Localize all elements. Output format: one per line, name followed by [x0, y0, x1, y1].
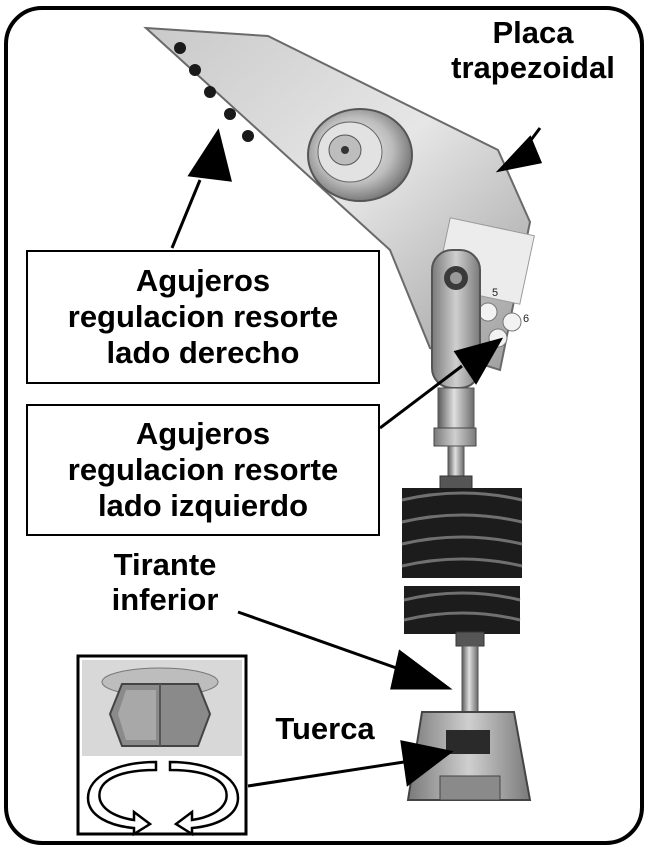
plate-hole — [204, 86, 216, 98]
spring-upper — [401, 488, 523, 580]
izquierdo-line-1: Agujeros — [135, 416, 271, 451]
derecho-line-2: regulacion resorte — [67, 299, 339, 334]
placa-line-1: Placa — [492, 15, 574, 50]
derecho-line-1: Agujeros — [135, 263, 271, 298]
tuerca-label: Tuerca — [258, 711, 392, 747]
placa-trapezoidal-label: Placa trapezoidal — [428, 15, 638, 85]
arrow-head-icon — [495, 135, 543, 173]
plate-hole — [189, 64, 201, 76]
plate-hole — [478, 302, 498, 322]
upper-rod — [433, 387, 477, 493]
nut-inset — [76, 654, 248, 837]
plate-hole — [502, 312, 522, 332]
leader-lines — [170, 127, 543, 788]
tirante-inferior-label: Tirante inferior — [90, 547, 240, 617]
rotate-arrows-icon — [86, 760, 240, 837]
placa-line-2: trapezoidal — [451, 49, 615, 85]
tirante-line-2: inferior — [111, 581, 219, 617]
plate-hole-label: 5 — [492, 287, 498, 299]
bearing-hub — [307, 108, 413, 202]
spring-lower — [403, 586, 521, 634]
lower-tie-rod — [406, 631, 532, 801]
arrow-head-icon — [453, 337, 504, 385]
izquierdo-line-2: regulacion resorte — [67, 452, 339, 487]
izquierdo-line-3: lado izquierdo — [97, 488, 309, 523]
plate-hole-label: 6 — [523, 313, 529, 325]
plate-hole — [242, 130, 254, 142]
plate-hole — [224, 108, 236, 120]
agujeros-izquierdo-box: Agujeros regulacion resorte lado izquier… — [26, 404, 380, 536]
arrow-head-icon — [400, 740, 454, 787]
agujeros-derecho-box: Agujeros regulacion resorte lado derecho — [26, 250, 380, 384]
spring-cut-gap — [395, 578, 530, 584]
arrow-head-icon — [187, 128, 232, 182]
derecho-line-3: lado derecho — [106, 335, 300, 370]
tuerca-text: Tuerca — [275, 711, 375, 746]
tirante-line-1: Tirante — [113, 547, 217, 582]
plate-hole — [174, 42, 186, 54]
arrow-head-icon — [390, 649, 453, 690]
